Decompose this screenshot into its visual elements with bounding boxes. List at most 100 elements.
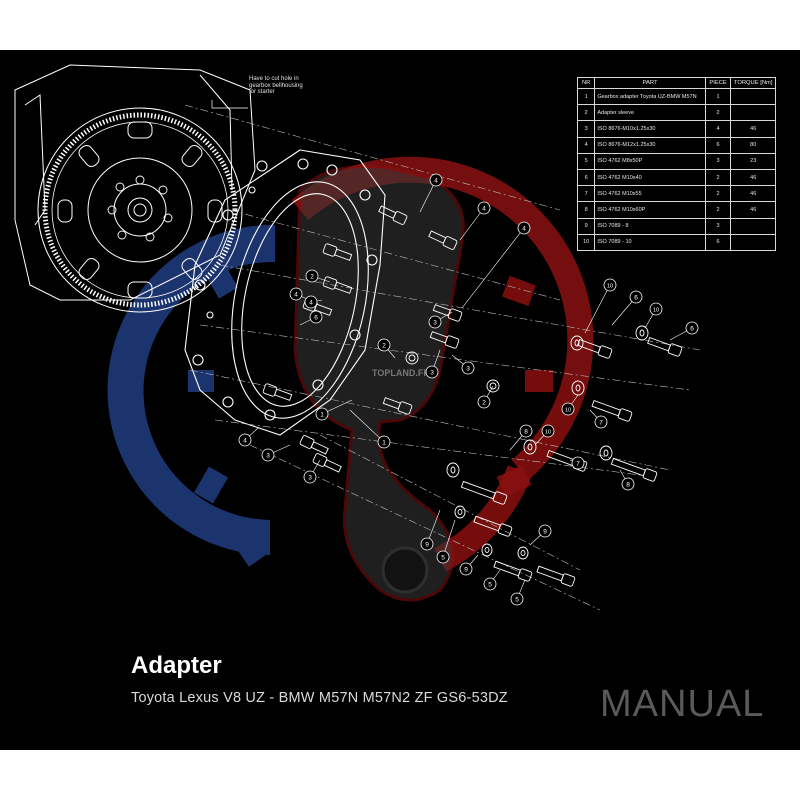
callout-number: 4 <box>482 205 486 212</box>
callout-bubble <box>425 365 439 379</box>
callout-bubble <box>561 402 575 416</box>
callout-leader <box>459 207 485 241</box>
callout-bubble <box>621 477 635 491</box>
cell-nr: 8 <box>576 201 596 219</box>
callout-bubble <box>461 361 475 375</box>
callout-3: 3 <box>425 349 441 379</box>
callout-1: 1 <box>315 399 353 421</box>
callout-2: 2 <box>377 338 396 359</box>
parts-table-header: NR PART PIECE TORQUE [Nm] <box>576 77 776 89</box>
col-part: PART <box>594 77 706 89</box>
cell-piece: 2 <box>704 201 732 219</box>
cell-part: Adapter sleeve <box>594 104 706 122</box>
callout-bubble <box>261 448 275 462</box>
cell-nr: 2 <box>576 104 596 122</box>
assembly-axes <box>184 104 701 611</box>
callout-number: 1 <box>382 439 386 446</box>
callout-number: 6 <box>690 325 694 332</box>
engine-block-outline <box>14 64 256 301</box>
callout-bubble <box>541 424 555 438</box>
callout-number: 4 <box>309 299 313 306</box>
callout-number: 5 <box>515 596 519 603</box>
callout-number: 5 <box>441 554 445 561</box>
callout-number: 4 <box>434 177 438 184</box>
col-piece: PIECE <box>704 77 732 89</box>
callout-bubble <box>477 395 491 409</box>
callout-number: 10 <box>545 429 551 435</box>
callout-6: 6 <box>299 310 323 326</box>
cell-piece: 6 <box>704 233 732 251</box>
callout-bubble <box>429 173 443 187</box>
callout-9: 9 <box>420 509 441 551</box>
exploded-assembly-diagram: TOPLAND.FR <box>14 64 701 611</box>
callout-10: 10 <box>561 394 579 416</box>
callout-bubble <box>238 433 252 447</box>
cell-piece: 2 <box>704 185 732 203</box>
callout-number: 9 <box>543 528 547 535</box>
callout-number: 7 <box>576 460 580 467</box>
cell-nr: 5 <box>576 152 596 170</box>
callout-number: 1 <box>320 411 324 418</box>
callout-8: 8 <box>619 469 635 491</box>
callout-leader <box>584 284 611 334</box>
callout-number: 3 <box>430 369 434 376</box>
cell-part: ISO 4762 M8x50P <box>594 152 706 170</box>
callout-number: 3 <box>308 474 312 481</box>
callout-4: 4 <box>419 173 443 213</box>
callout-number: 6 <box>314 314 318 321</box>
callout-2: 2 <box>305 269 331 283</box>
cell-piece: 3 <box>704 152 732 170</box>
cell-torque: 46 <box>730 168 776 187</box>
callout-number: 3 <box>433 319 437 326</box>
col-torque: TORQUE [Nm] <box>730 77 776 89</box>
callout-leader <box>461 227 525 309</box>
callout-5: 5 <box>483 569 501 591</box>
watermark-text: TOPLAND.FR <box>372 368 430 378</box>
manual-label: MANUAL <box>600 683 765 725</box>
callout-1: 1 <box>349 409 391 449</box>
cell-torque <box>730 87 776 106</box>
callout-bubble <box>538 524 552 538</box>
callout-2: 2 <box>477 385 494 409</box>
cell-piece: 1 <box>704 87 732 106</box>
note-leader-line <box>211 100 248 109</box>
cell-torque: 80 <box>730 136 776 154</box>
cell-nr: 6 <box>576 168 596 187</box>
callout-5: 5 <box>436 519 456 564</box>
cell-torque: 23 <box>730 152 776 170</box>
cell-piece: 2 <box>704 168 732 187</box>
callout-bubble <box>428 315 442 329</box>
callout-10: 10 <box>644 302 663 329</box>
col-nr: NR <box>576 77 596 89</box>
callout-7: 7 <box>589 409 608 429</box>
callout-bubble <box>519 424 533 438</box>
callout-8: 8 <box>509 424 533 451</box>
callout-number: 3 <box>466 365 470 372</box>
callout-bubble <box>483 577 497 591</box>
cell-torque <box>730 104 776 122</box>
cell-piece: 6 <box>704 136 732 154</box>
callout-7: 7 <box>569 456 585 470</box>
callout-bubble <box>510 592 524 606</box>
cell-nr: 7 <box>576 185 596 203</box>
callout-10: 10 <box>534 424 555 446</box>
callout-number: 4 <box>522 225 526 232</box>
cell-part: ISO 7089 - 10 <box>594 233 706 251</box>
callout-number: 4 <box>243 437 247 444</box>
callout-6: 6 <box>669 321 699 341</box>
callout-number: 3 <box>266 452 270 459</box>
callout-bubble <box>315 407 329 421</box>
callout-number: 7 <box>599 419 603 426</box>
callout-4: 4 <box>459 201 491 241</box>
callout-3: 3 <box>261 444 291 462</box>
callout-number: 10 <box>565 407 571 413</box>
page-subtitle: Toyota Lexus V8 UZ - BMW M57N M57N2 ZF G… <box>131 690 508 706</box>
callout-9: 9 <box>459 554 479 576</box>
cell-nr: 3 <box>576 120 596 138</box>
